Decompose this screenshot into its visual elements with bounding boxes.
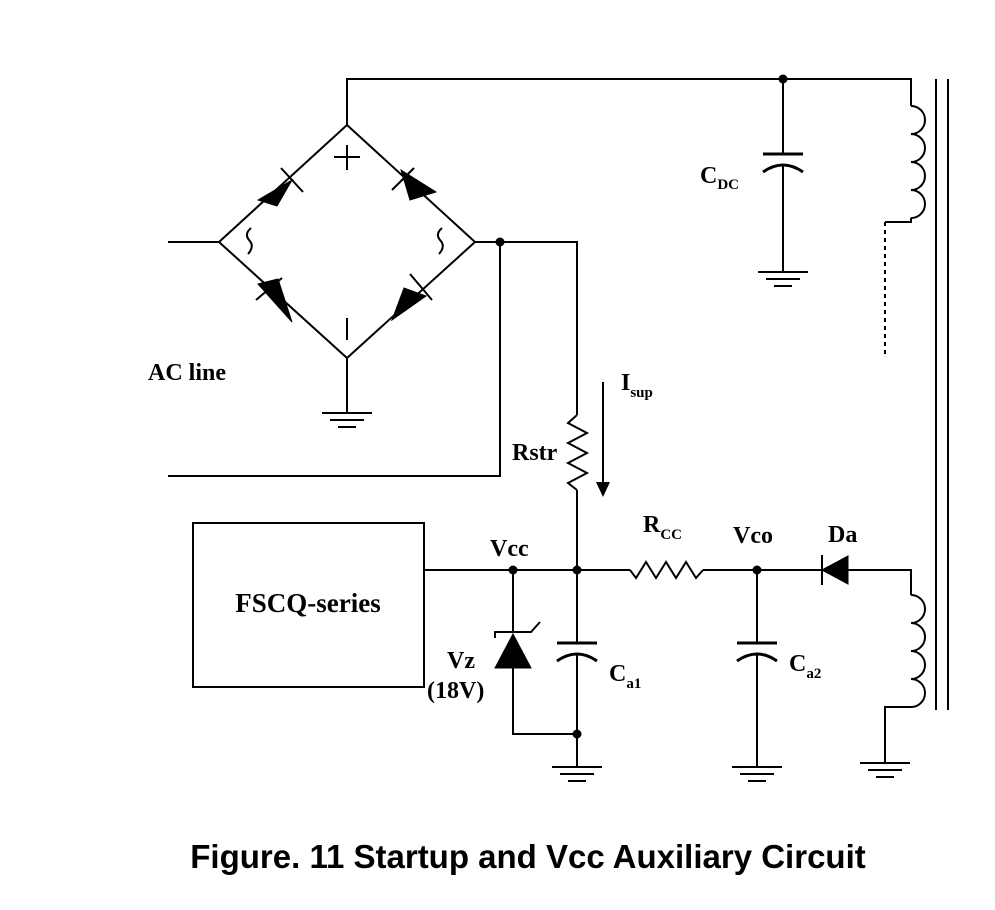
primary-winding: [910, 105, 926, 219]
fscq-series-label: FSCQ-series: [235, 588, 380, 618]
transformer-primary: [884, 105, 926, 356]
tilde-right: [436, 227, 444, 255]
bridge-diode-top-right: [400, 168, 438, 201]
startup-wire: [500, 241, 578, 415]
zener-bar: [494, 621, 541, 638]
vz-label: Vz: [447, 648, 475, 674]
ground-ca1: [552, 766, 602, 782]
da-label: Da: [828, 522, 857, 548]
dc-bus: [346, 78, 912, 125]
ground-aux: [860, 762, 910, 778]
bridge-diode-top-left: [256, 178, 294, 207]
vz-value-label: (18V): [427, 678, 484, 704]
ground-ca2: [732, 766, 782, 782]
ca2-label: Ca2: [789, 651, 821, 682]
vcc-label: Vcc: [490, 536, 529, 562]
zener-diode: [494, 632, 532, 669]
transformer-auxiliary: [884, 569, 926, 762]
junction-ca1-ground: [572, 729, 582, 739]
tilde-left: [245, 227, 253, 255]
isup-label: Isup: [621, 370, 653, 401]
ground-bridge: [322, 412, 372, 428]
rstr-label: Rstr: [512, 440, 558, 466]
fscq-series-block: [192, 522, 425, 688]
rcc-label: RCC: [643, 512, 682, 543]
rstr-resistor: [565, 414, 590, 491]
ca1-label: Ca1: [609, 661, 641, 692]
vco-label: Vco: [733, 523, 773, 549]
rcc-resistor: [629, 560, 704, 580]
bridge-diode-bottom-right: [390, 287, 428, 322]
ac-line-wire-bottom: [168, 241, 501, 477]
da-diode: [820, 555, 849, 585]
figure-caption: Figure. 11 Startup and Vcc Auxiliary Cir…: [190, 838, 865, 875]
bridge-diode-bottom-left: [257, 278, 293, 323]
auxiliary-winding: [910, 594, 926, 708]
ground-cdc: [758, 271, 808, 287]
ac-line-label: AC line: [148, 360, 226, 386]
bridge-rectifier: [217, 123, 477, 360]
cdc-label: CDC: [700, 163, 739, 193]
